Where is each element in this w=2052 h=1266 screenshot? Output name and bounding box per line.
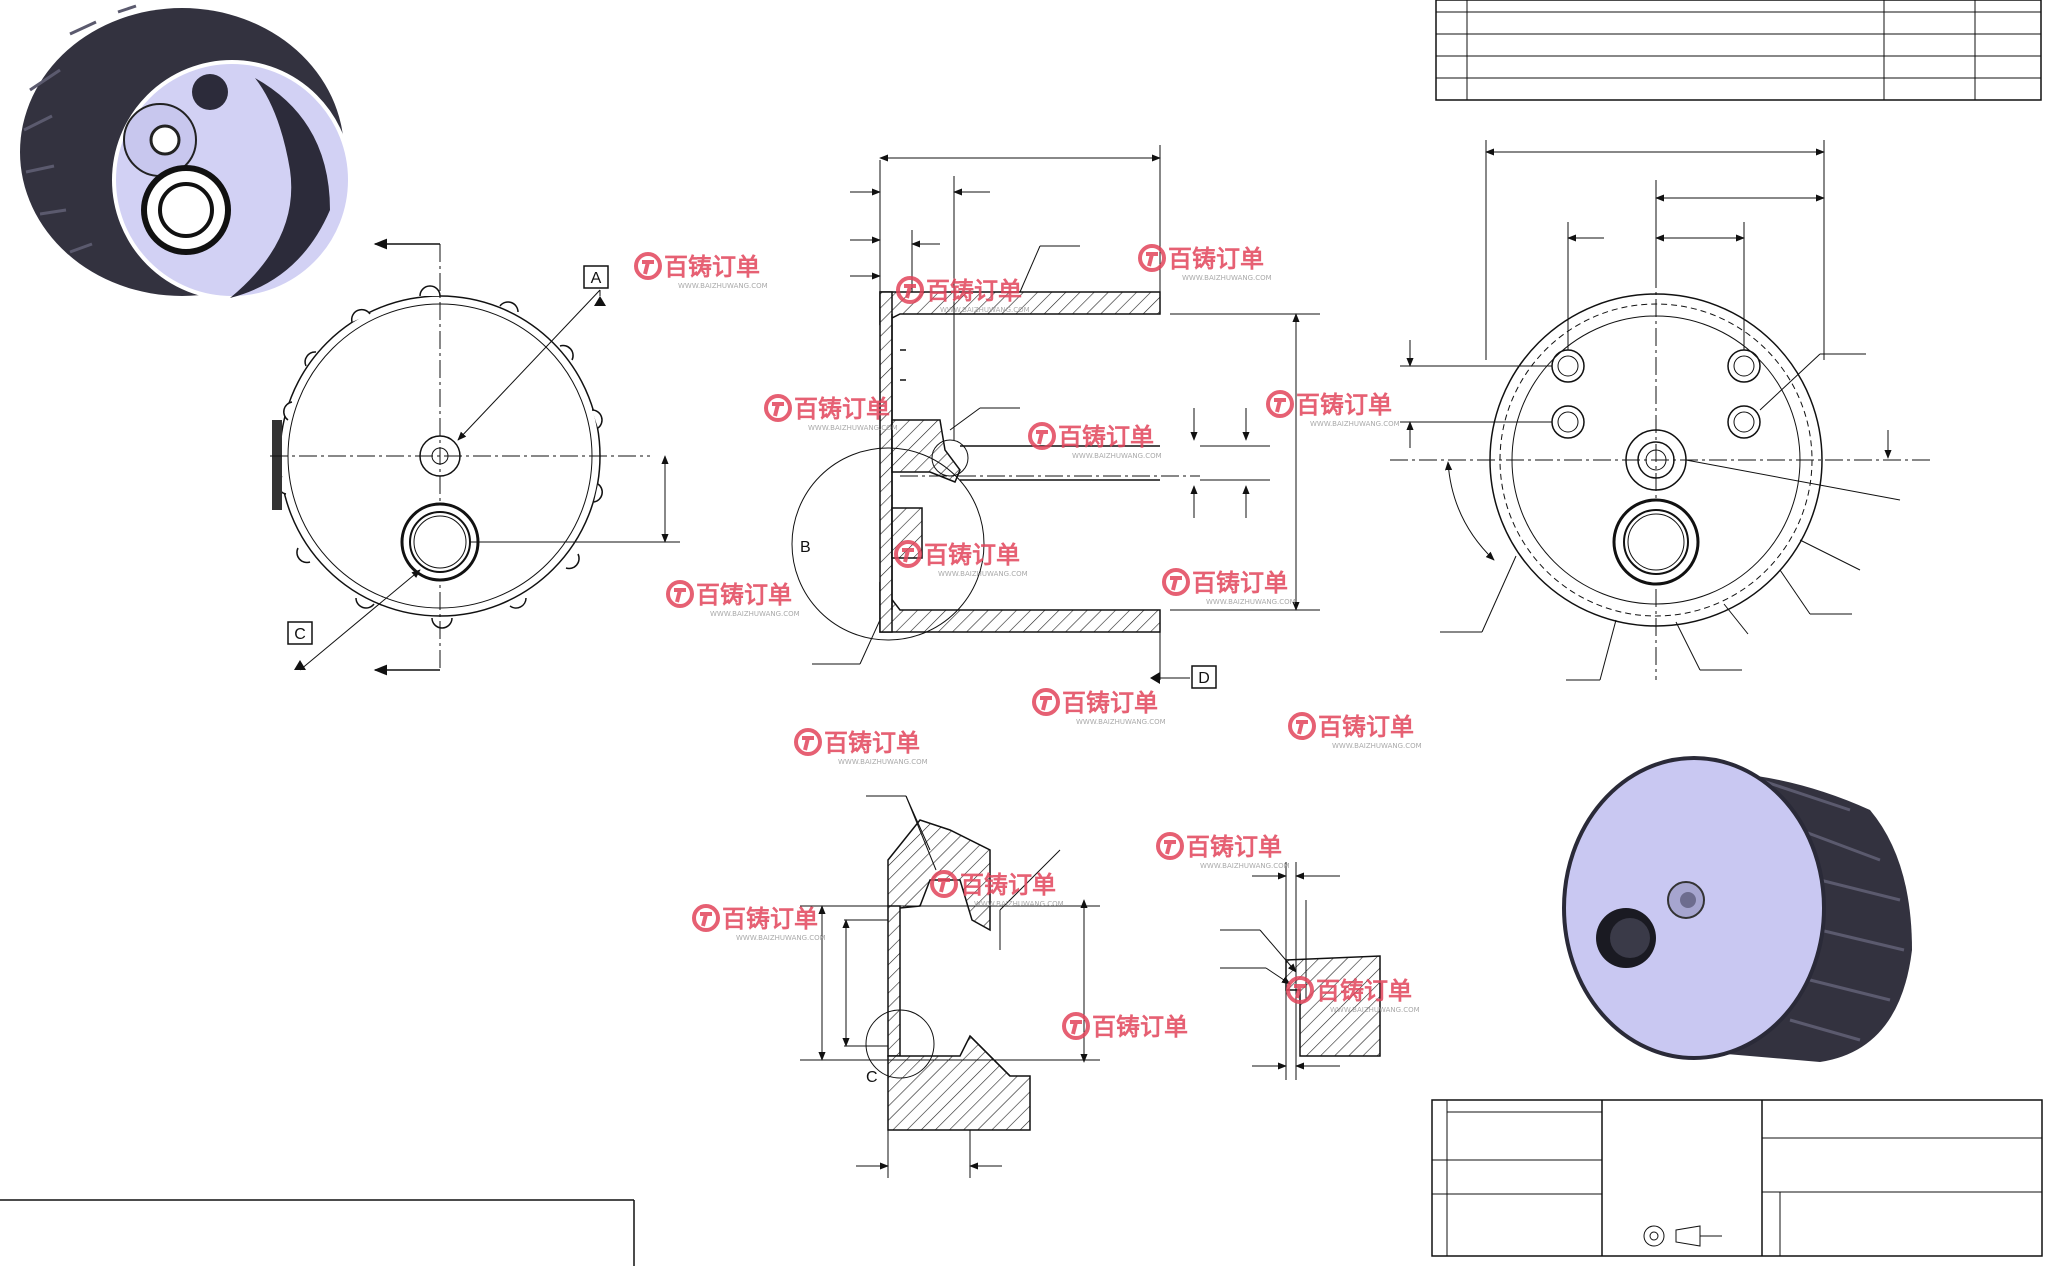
isometric-view-bottom bbox=[1562, 756, 1912, 1062]
svg-text:WWW.BAIZHUWANG.COM: WWW.BAIZHUWANG.COM bbox=[678, 282, 768, 290]
svg-text:百铸订单: 百铸订单 bbox=[1092, 1013, 1188, 1041]
svg-text:百铸订单: 百铸订单 bbox=[722, 905, 818, 933]
svg-text:WWW.BAIZHUWANG.COM: WWW.BAIZHUWANG.COM bbox=[938, 570, 1028, 578]
svg-text:WWW.BAIZHUWANG.COM: WWW.BAIZHUWANG.COM bbox=[1072, 452, 1162, 460]
detail-c-label: C bbox=[866, 1069, 878, 1086]
svg-text:百铸订单: 百铸订单 bbox=[1062, 689, 1158, 717]
svg-text:百铸订单: 百铸订单 bbox=[1186, 833, 1282, 861]
svg-text:WWW.BAIZHUWANG.COM: WWW.BAIZHUWANG.COM bbox=[1310, 420, 1400, 428]
section-b-label: B bbox=[800, 539, 811, 556]
front-view: A C bbox=[270, 238, 680, 676]
svg-text:WWW.BAIZHUWANG.COM: WWW.BAIZHUWANG.COM bbox=[1076, 718, 1166, 726]
svg-text:百铸订单: 百铸订单 bbox=[926, 277, 1022, 305]
isometric-view-top bbox=[20, 4, 352, 300]
svg-text:WWW.BAIZHUWANG.COM: WWW.BAIZHUWANG.COM bbox=[808, 424, 898, 432]
svg-text:WWW.BAIZHUWANG.COM: WWW.BAIZHUWANG.COM bbox=[1200, 862, 1290, 870]
detail-view-b: C bbox=[800, 795, 1100, 1178]
revision-table bbox=[1435, 0, 2042, 101]
svg-text:百铸订单: 百铸订单 bbox=[1296, 391, 1392, 419]
svg-text:百铸订单: 百铸订单 bbox=[960, 871, 1056, 899]
svg-text:百铸订单: 百铸订单 bbox=[664, 253, 760, 281]
svg-text:WWW.BAIZHUWANG.COM: WWW.BAIZHUWANG.COM bbox=[1330, 1006, 1420, 1014]
title-block bbox=[1431, 1099, 2043, 1257]
section-view: B D bbox=[791, 145, 1320, 689]
svg-text:百铸订单: 百铸订单 bbox=[824, 729, 920, 757]
svg-text:百铸订单: 百铸订单 bbox=[794, 395, 890, 423]
datum-c-label: C bbox=[294, 626, 306, 643]
svg-text:百铸订单: 百铸订单 bbox=[696, 581, 792, 609]
svg-text:百铸订单: 百铸订单 bbox=[1192, 569, 1288, 597]
svg-text:WWW.BAIZHUWANG.COM: WWW.BAIZHUWANG.COM bbox=[1332, 742, 1422, 750]
svg-text:百铸订单: 百铸订单 bbox=[1318, 713, 1414, 741]
svg-text:WWW.BAIZHUWANG.COM: WWW.BAIZHUWANG.COM bbox=[736, 934, 826, 942]
datum-c-box bbox=[287, 621, 313, 645]
svg-text:百铸订单: 百铸订单 bbox=[1316, 977, 1412, 1005]
datum-a-label: A bbox=[591, 270, 602, 287]
datum-a-box bbox=[583, 265, 609, 289]
svg-text:WWW.BAIZHUWANG.COM: WWW.BAIZHUWANG.COM bbox=[940, 306, 1030, 314]
svg-text:百铸订单: 百铸订单 bbox=[1168, 245, 1264, 273]
datum-d-box bbox=[1191, 665, 1217, 689]
sheet-border-bottom bbox=[0, 1199, 635, 1266]
rear-view bbox=[1390, 140, 1930, 681]
svg-text:百铸订单: 百铸订单 bbox=[1058, 423, 1154, 451]
detail-view-c bbox=[1220, 862, 1381, 1080]
svg-text:百铸订单: 百铸订单 bbox=[924, 541, 1020, 569]
svg-text:WWW.BAIZHUWANG.COM: WWW.BAIZHUWANG.COM bbox=[1206, 598, 1296, 606]
svg-text:WWW.BAIZHUWANG.COM: WWW.BAIZHUWANG.COM bbox=[710, 610, 800, 618]
datum-d-label: D bbox=[1198, 670, 1210, 687]
svg-text:WWW.BAIZHUWANG.COM: WWW.BAIZHUWANG.COM bbox=[838, 758, 928, 766]
svg-text:WWW.BAIZHUWANG.COM: WWW.BAIZHUWANG.COM bbox=[1182, 274, 1272, 282]
svg-text:WWW.BAIZHUWANG.COM: WWW.BAIZHUWANG.COM bbox=[974, 900, 1064, 908]
